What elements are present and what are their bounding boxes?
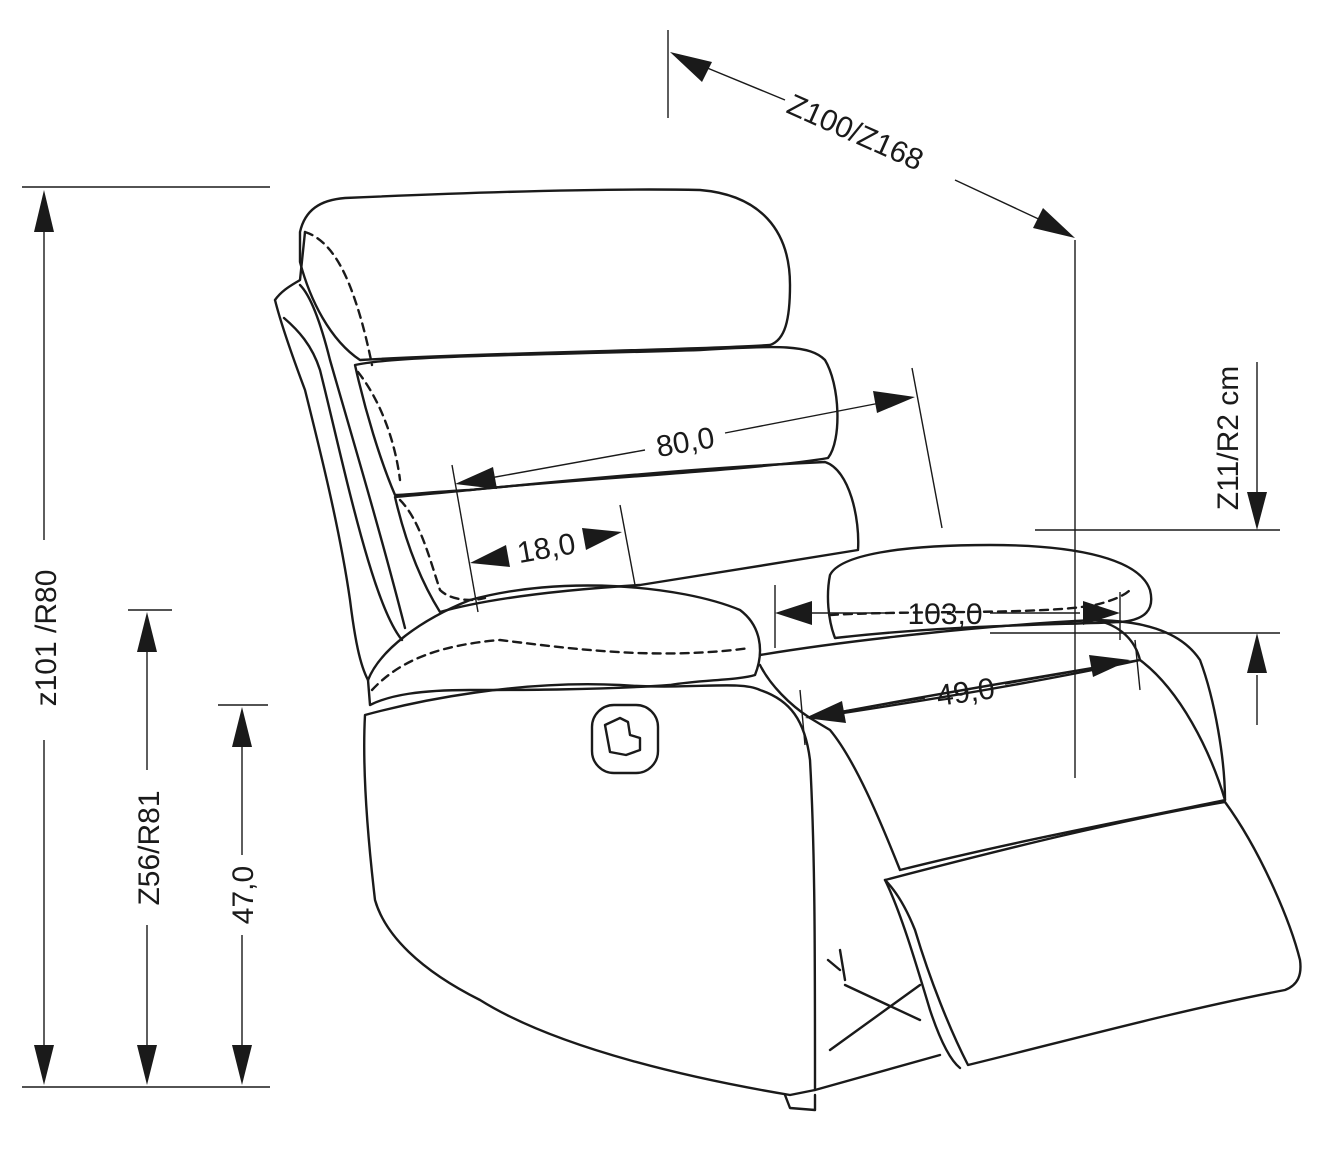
total-height-arrow-top bbox=[34, 190, 54, 232]
seat-width-arrow-left bbox=[805, 701, 846, 723]
total-height-arrow-bottom bbox=[34, 1045, 54, 1085]
arm-width-arrow-right bbox=[582, 528, 622, 550]
back-width-arrow-left bbox=[455, 467, 497, 489]
depth-arrow-left bbox=[670, 52, 712, 82]
side-back-inner bbox=[282, 316, 404, 642]
lower-back-cushion bbox=[393, 460, 860, 614]
footrest-side bbox=[883, 878, 962, 1070]
right-armrest-front bbox=[1088, 618, 1227, 802]
lower-back-stitching bbox=[398, 498, 487, 602]
recline-lever-badge bbox=[590, 703, 660, 775]
under-frame bbox=[813, 948, 942, 1092]
middle-back-cushion bbox=[353, 345, 839, 497]
headrest-stitching bbox=[303, 230, 374, 367]
seat-height-arrow-bottom bbox=[232, 1045, 252, 1085]
recline-offset-label: Z11/R2 cm bbox=[1212, 366, 1245, 510]
seat-width-arrow-right bbox=[1089, 655, 1130, 677]
chair-base bbox=[783, 1093, 817, 1112]
arm-height-arrow-top bbox=[137, 612, 157, 652]
footrest-upper bbox=[808, 658, 1227, 872]
recline-lever-icon bbox=[603, 716, 642, 757]
arm-width-arrow-left bbox=[470, 545, 510, 567]
recliner-chair-drawing bbox=[273, 188, 1302, 1112]
left-armrest-front bbox=[363, 683, 817, 1097]
left-armrest-top bbox=[366, 584, 762, 707]
side-back-panel bbox=[273, 230, 370, 682]
left-armrest-stitching bbox=[370, 638, 752, 692]
dimension-labels: Z100/Z168 z101 /R80 Z56/R81 47,0 80,0 18… bbox=[30, 88, 1245, 924]
back-width-arrow-right bbox=[873, 391, 915, 413]
arm-height-label: Z56/R81 bbox=[133, 790, 166, 905]
dimension-lines bbox=[22, 30, 1280, 1088]
total-width-arrow-left bbox=[775, 601, 812, 625]
back-width-label: 80,0 bbox=[654, 421, 717, 464]
depth-label: Z100/Z168 bbox=[782, 88, 928, 177]
seat-height-label: 47,0 bbox=[227, 866, 260, 924]
total-width-label: 103,0 bbox=[907, 598, 982, 631]
footrest-lower bbox=[883, 800, 1302, 1067]
side-back-edge bbox=[298, 283, 407, 630]
depth-arrow-right bbox=[1033, 208, 1075, 238]
seat-width-label: 49,0 bbox=[934, 672, 996, 713]
right-armrest-top bbox=[826, 543, 1153, 640]
arm-width-label: 18,0 bbox=[515, 527, 578, 570]
middle-back-stitching bbox=[356, 370, 402, 482]
headrest-cushion bbox=[298, 188, 792, 362]
arm-height-arrow-bottom bbox=[137, 1045, 157, 1085]
total-width-arrow-right bbox=[1083, 601, 1120, 625]
recline-arrow-up bbox=[1247, 633, 1267, 673]
total-height-label: z101 /R80 bbox=[30, 570, 63, 707]
seat-height-arrow-top bbox=[232, 707, 252, 747]
recline-arrow-down bbox=[1247, 492, 1267, 530]
